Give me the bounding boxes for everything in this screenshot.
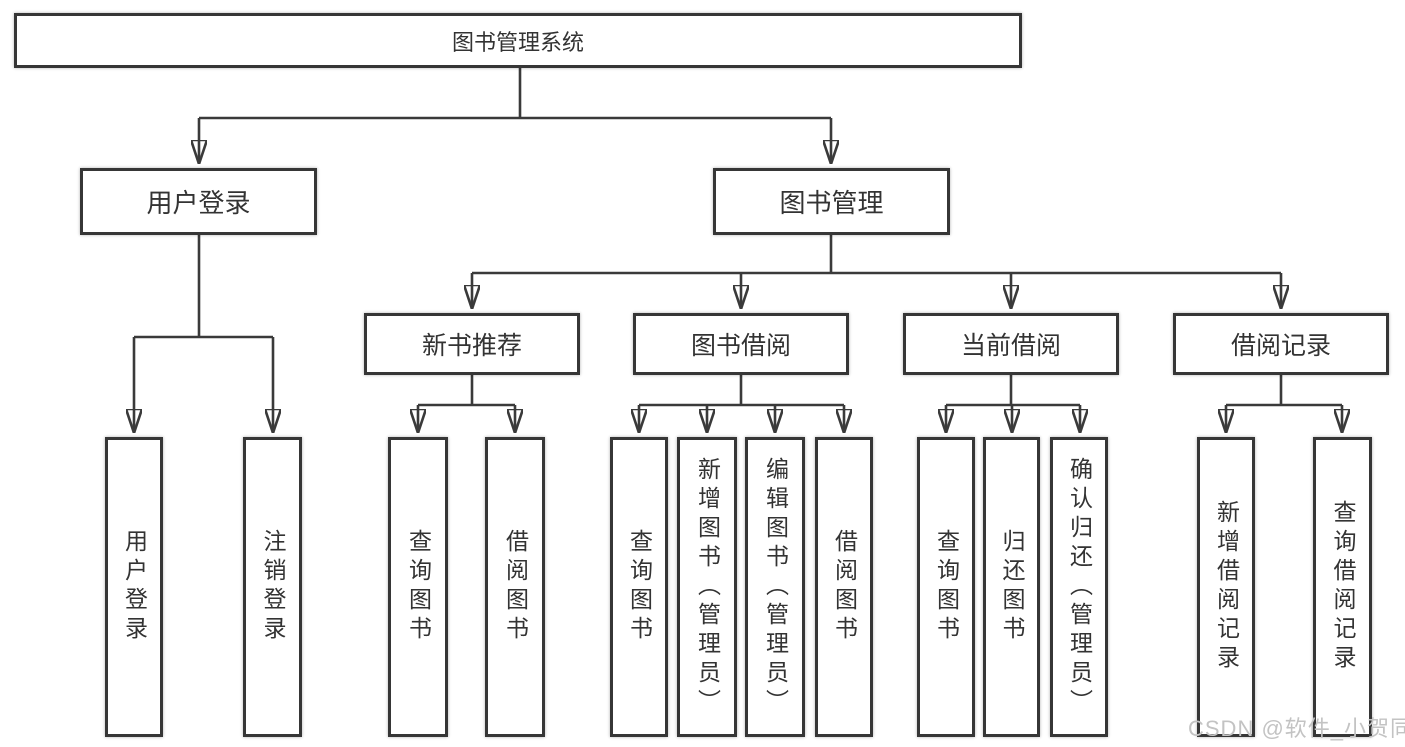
leaf-user-login: 用户登录: [105, 437, 163, 737]
node-label: 用户登录: [146, 188, 251, 218]
leaf-label: 用户登录: [121, 529, 148, 645]
leaf-return-book: 归还图书: [983, 437, 1040, 737]
node-label: 图书管理: [779, 188, 884, 218]
node-current-borrow: 当前借阅: [903, 313, 1119, 375]
leaf-label: 编辑图书（管理员）: [762, 456, 789, 718]
leaf-borrow-book-1: 借阅图书: [485, 437, 545, 737]
leaf-confirm-return-admin: 确认归还（管理员）: [1050, 437, 1108, 737]
leaf-label: 查询图书: [626, 529, 653, 645]
leaf-label: 注销登录: [260, 529, 286, 645]
node-book-management: 图书管理: [713, 168, 950, 235]
leaf-borrow-book-2: 借阅图书: [815, 437, 873, 737]
leaf-label: 查询借阅记录: [1330, 500, 1356, 674]
node-new-book-recommend: 新书推荐: [364, 313, 580, 375]
leaf-label: 借阅图书: [502, 529, 529, 645]
node-root-system: 图书管理系统: [14, 13, 1022, 68]
leaf-label: 查询图书: [405, 529, 432, 645]
leaf-logout: 注销登录: [243, 437, 302, 737]
node-book-borrow: 图书借阅: [633, 313, 849, 375]
node-label: 图书借阅: [690, 332, 791, 360]
leaf-query-book-1: 查询图书: [388, 437, 448, 737]
leaf-label: 归还图书: [999, 529, 1025, 645]
leaf-add-borrow-record: 新增借阅记录: [1197, 437, 1255, 737]
leaf-add-book-admin: 新增图书（管理员）: [677, 437, 737, 737]
csdn-watermark: CSDN @软件_小贺同学: [1188, 716, 1405, 741]
node-label: 新书推荐: [421, 332, 522, 360]
leaf-edit-book-admin: 编辑图书（管理员）: [745, 437, 805, 737]
node-label: 图书管理系统: [451, 29, 584, 55]
leaf-label: 借阅图书: [831, 529, 858, 645]
leaf-label: 新增借阅记录: [1213, 500, 1240, 674]
leaf-label: 查询图书: [933, 529, 960, 645]
node-borrow-record: 借阅记录: [1173, 313, 1389, 375]
node-label: 当前借阅: [960, 332, 1061, 360]
leaf-query-book-3: 查询图书: [917, 437, 975, 737]
leaf-query-book-2: 查询图书: [610, 437, 668, 737]
leaf-label: 确认归还（管理员）: [1066, 456, 1093, 718]
leaf-label: 新增图书（管理员）: [694, 456, 721, 718]
node-user-login: 用户登录: [80, 168, 317, 235]
node-label: 借阅记录: [1230, 332, 1331, 360]
leaf-query-borrow-record: 查询借阅记录: [1313, 437, 1372, 737]
